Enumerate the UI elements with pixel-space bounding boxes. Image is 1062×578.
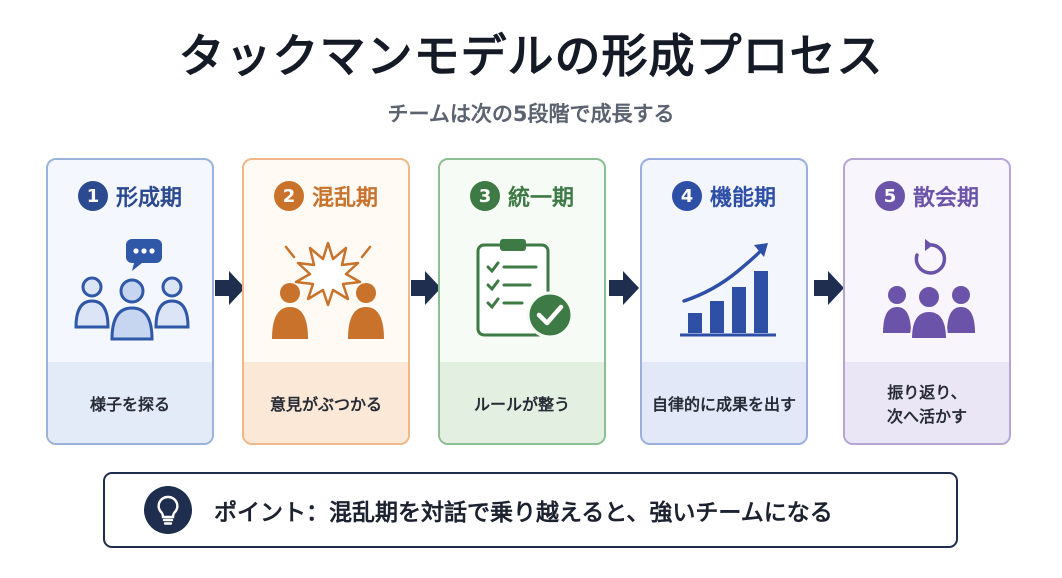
flow-arrow-icon [411, 271, 441, 305]
diagram-title: タックマンモデルの形成プロセス [178, 29, 884, 83]
stage-number-badge: 1 [77, 181, 108, 211]
stage-name: 混乱期 [311, 186, 378, 211]
stage-description: 様子を探る [48, 362, 212, 443]
stage-name: 散会期 [912, 186, 979, 211]
stage-number-badge: 5 [874, 181, 905, 211]
flow-arrow-icon [215, 271, 245, 305]
stage-header: 5 散会期 [845, 180, 1009, 212]
conflict-icon [272, 241, 384, 339]
flow-arrow-icon [609, 271, 639, 305]
stage-name: 統一期 [507, 186, 574, 211]
key-point-box: ポイント：混乱期を対話で乗り越えると、強いチームになる [103, 472, 958, 548]
stage-header: 3 統一期 [440, 180, 604, 212]
stage-card-adjourning: 5 散会期 振り返り、 次へ活かす [843, 158, 1011, 445]
growth-chart-icon [680, 243, 776, 337]
key-point-text: ポイント：混乱期を対話で乗り越えると、強いチームになる [214, 500, 833, 526]
stage-card-forming: 1 形成期 様子を探る [46, 158, 214, 445]
stage-description: 振り返り、 次へ活かす [845, 362, 1009, 443]
stage-header: 2 混乱期 [244, 180, 408, 212]
stage-name: 形成期 [115, 186, 182, 211]
diagram-subtitle: チームは次の5段階で成長する [387, 102, 675, 126]
people-chat-icon [74, 239, 190, 341]
stage-header: 4 機能期 [642, 180, 806, 212]
flow-arrow-icon [814, 271, 844, 305]
stage-number-badge: 4 [671, 181, 702, 211]
stage-card-performing: 4 機能期 自律的に成果を出す [640, 158, 808, 445]
stage-description: 自律的に成果を出す [642, 362, 806, 443]
stage-description: ルールが整う [440, 362, 604, 443]
stage-number-badge: 3 [469, 181, 500, 211]
lightbulb-icon [144, 486, 192, 534]
stage-number-badge: 2 [273, 181, 304, 211]
stage-header: 1 形成期 [48, 180, 212, 212]
team-cycle-icon [883, 239, 975, 340]
checklist-icon [476, 239, 574, 339]
stage-name: 機能期 [709, 186, 776, 211]
stage-card-norming: 3 統一期 ルールが整う [438, 158, 606, 445]
stage-description: 意見がぶつかる [244, 362, 408, 443]
stage-card-storming: 2 混乱期 意見がぶつかる [242, 158, 410, 445]
